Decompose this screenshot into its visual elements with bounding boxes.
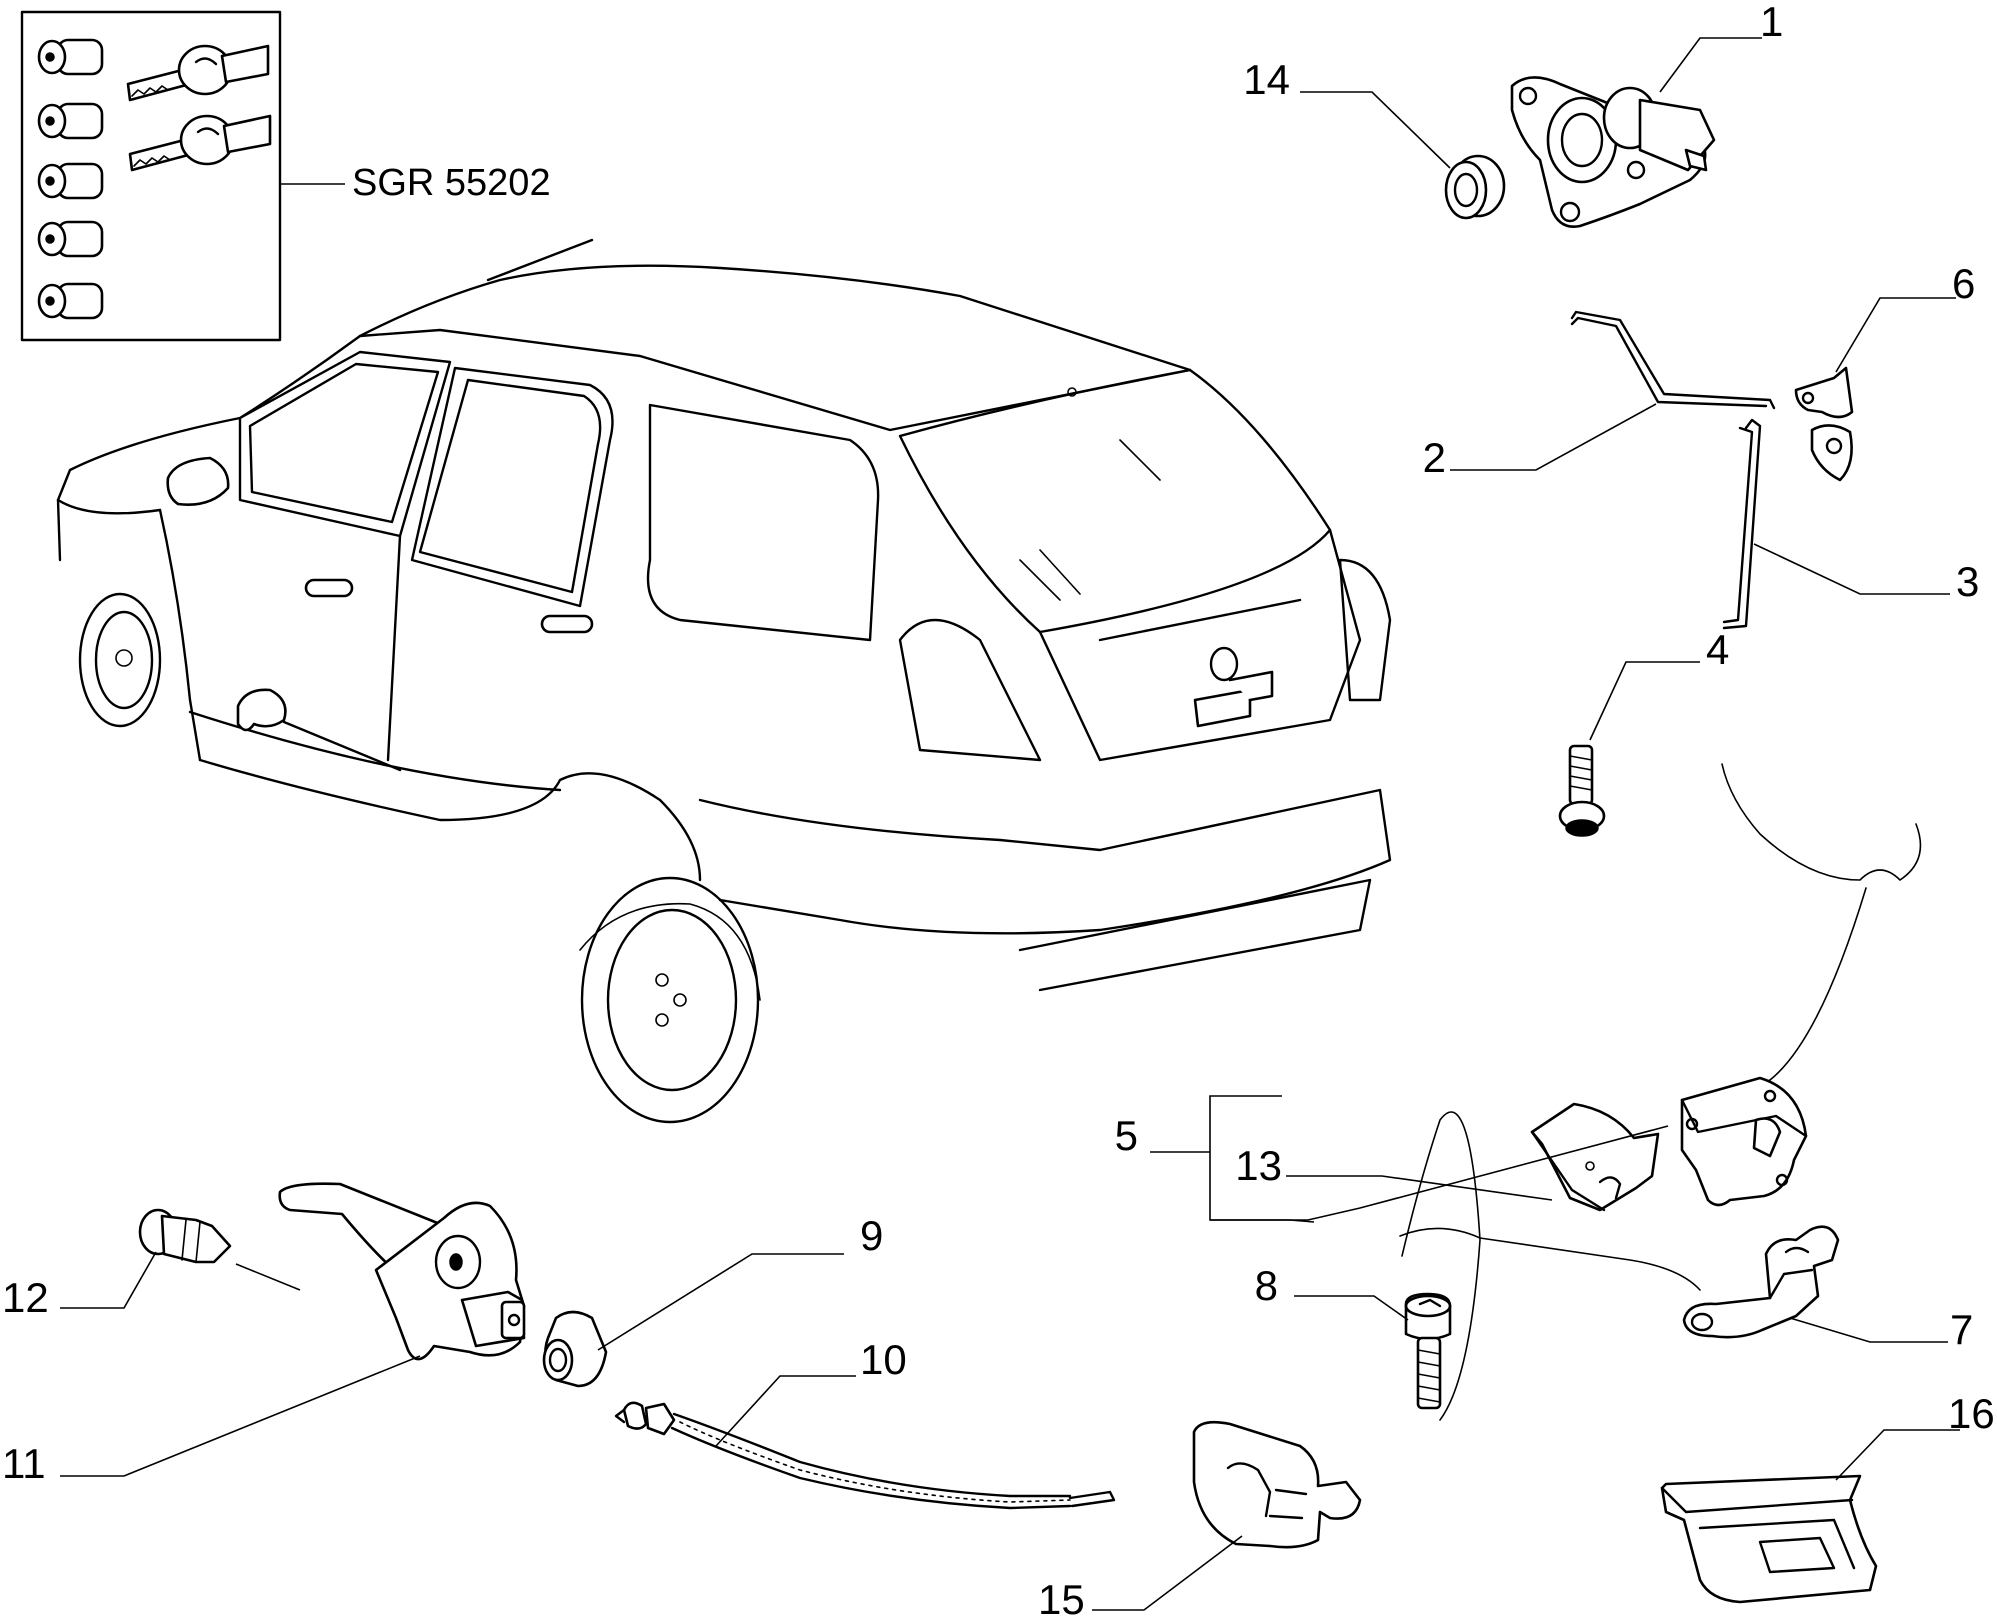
callout-5: 5 bbox=[1115, 1112, 1138, 1159]
part-15-cable-clip: 15 bbox=[1038, 1420, 1362, 1622]
part-9-bushing: 9 bbox=[542, 1212, 883, 1388]
callout-3: 3 bbox=[1956, 558, 1979, 605]
part-16-cover: 16 bbox=[1660, 1390, 1995, 1604]
lock-kit-box: SGR 55202 bbox=[20, 10, 551, 342]
assembly-curve-main bbox=[1699, 887, 1867, 1111]
part-8-screw: 8 bbox=[1255, 1262, 1452, 1410]
rear-wheel bbox=[579, 876, 761, 1124]
part-1-tailgate-lock: 1 bbox=[1510, 0, 1783, 228]
part-14-grommet: 14 bbox=[1243, 56, 1506, 220]
callout-13: 13 bbox=[1235, 1142, 1282, 1189]
part-12-screw: 12 bbox=[2, 1208, 301, 1321]
callout-4: 4 bbox=[1706, 626, 1729, 673]
kit-keys bbox=[126, 44, 272, 172]
callout-7: 7 bbox=[1950, 1306, 1973, 1353]
callout-8: 8 bbox=[1255, 1262, 1278, 1309]
part-2-rod: 2 bbox=[1423, 310, 1776, 481]
callout-9: 9 bbox=[860, 1212, 883, 1259]
callout-11: 11 bbox=[2, 1440, 46, 1487]
callout-15: 15 bbox=[1038, 1576, 1085, 1622]
callout-16: 16 bbox=[1948, 1390, 1995, 1437]
part-11-release-handle: 11 bbox=[2, 1182, 526, 1487]
kit-cylinders bbox=[37, 38, 104, 320]
callout-6: 6 bbox=[1952, 260, 1975, 307]
callout-12: 12 bbox=[2, 1274, 49, 1321]
assembly-curve-lower bbox=[1401, 1111, 1481, 1421]
assembly-curve-upper bbox=[1721, 763, 1922, 881]
part-6-clip: 6 bbox=[1794, 260, 1975, 482]
part-3-rod: 3 bbox=[1722, 418, 1979, 630]
callout-10: 10 bbox=[860, 1336, 907, 1383]
part-5-latch-assembly: 5 13 bbox=[1115, 1076, 1808, 1223]
callout-2: 2 bbox=[1423, 434, 1446, 481]
part-4-bolt: 4 bbox=[1558, 626, 1729, 837]
station-wagon-car bbox=[56, 238, 1392, 1124]
callout-1: 1 bbox=[1760, 0, 1783, 45]
kit-label: SGR 55202 bbox=[352, 162, 551, 204]
assembly-curve-link bbox=[1399, 1227, 1701, 1291]
callout-14: 14 bbox=[1243, 56, 1290, 103]
part-7-striker: 7 bbox=[1682, 1225, 1973, 1353]
part-10-cable: 10 bbox=[614, 1336, 1116, 1510]
front-wheel bbox=[78, 592, 162, 728]
part-13-bracket bbox=[1530, 1102, 1660, 1212]
